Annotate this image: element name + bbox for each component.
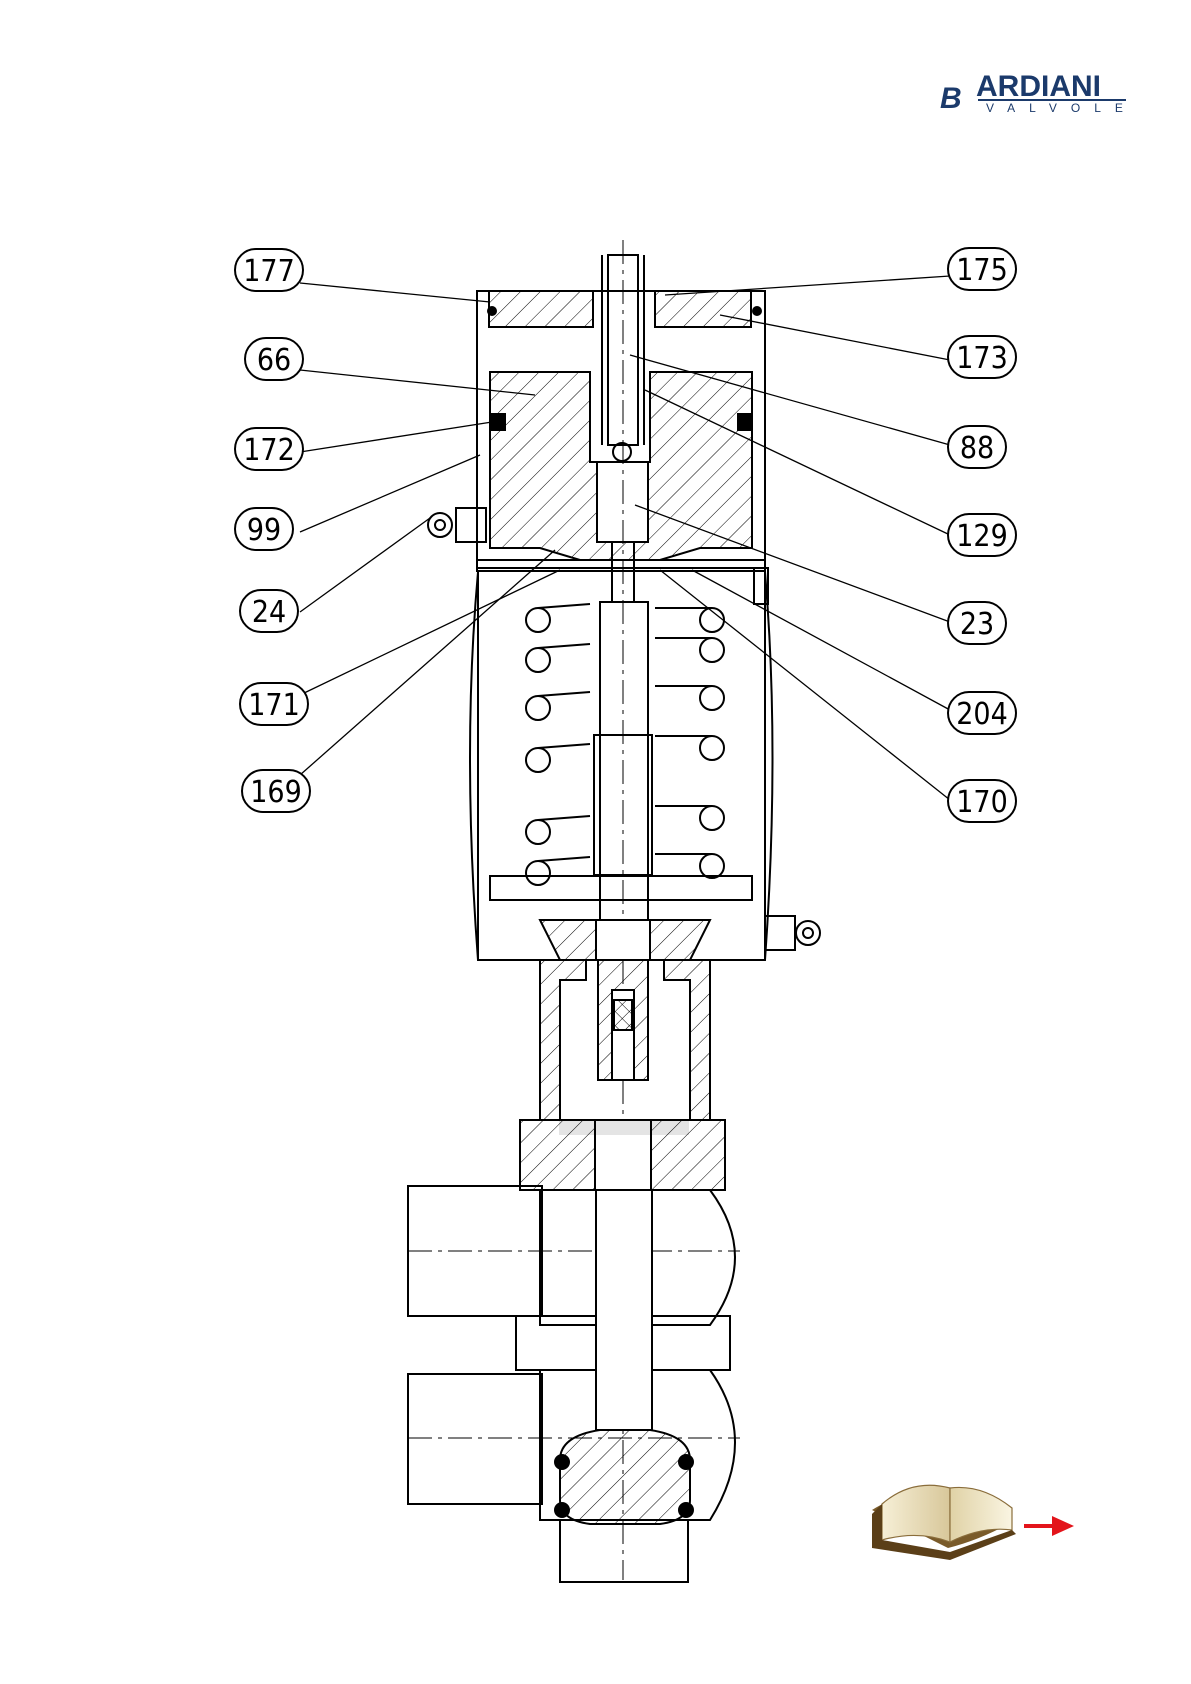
callout-88: 88 (948, 426, 1006, 468)
callout-172: 172 (235, 428, 303, 470)
callout-label: 23 (960, 607, 994, 642)
callout-169: 169 (242, 770, 310, 812)
callout-label: 175 (956, 253, 1008, 288)
callout-label: 88 (960, 431, 994, 466)
callout-23: 23 (948, 602, 1006, 644)
logo-letter: B (940, 82, 962, 115)
callout-label: 172 (243, 433, 295, 468)
callout-label: 129 (956, 519, 1008, 554)
callout-175: 175 (948, 248, 1016, 290)
callout-24: 24 (240, 590, 298, 632)
brand-subtitle: VALVOLE (986, 101, 1137, 115)
open-book-icon[interactable] (872, 1485, 1016, 1560)
callout-label: 170 (956, 785, 1008, 820)
callout-170: 170 (948, 780, 1016, 822)
arrow-right-icon[interactable] (1024, 1516, 1074, 1536)
spring-housing (470, 572, 820, 960)
callout-label: 177 (243, 254, 295, 289)
callout-label: 169 (250, 775, 302, 810)
callout-label: 24 (252, 595, 286, 630)
brand-logo: B ARDIANI VALVOLE (940, 70, 1137, 115)
actuator-cylinder (428, 291, 768, 604)
callout-99: 99 (235, 508, 293, 550)
valve-lantern (540, 960, 710, 1120)
callout-177: 177 (235, 249, 303, 291)
callout-173: 173 (948, 336, 1016, 378)
callout-204: 204 (948, 692, 1016, 734)
callout-label: 99 (247, 513, 281, 548)
callout-label: 171 (248, 688, 300, 723)
valve-body (408, 1120, 740, 1582)
callout-label: 66 (257, 343, 291, 378)
callout-label: 204 (956, 697, 1008, 732)
callout-171: 171 (240, 683, 308, 725)
brand-name: ARDIANI (976, 70, 1101, 103)
callout-66: 66 (245, 338, 303, 380)
callout-label: 173 (956, 341, 1008, 376)
callout-129: 129 (948, 514, 1016, 556)
